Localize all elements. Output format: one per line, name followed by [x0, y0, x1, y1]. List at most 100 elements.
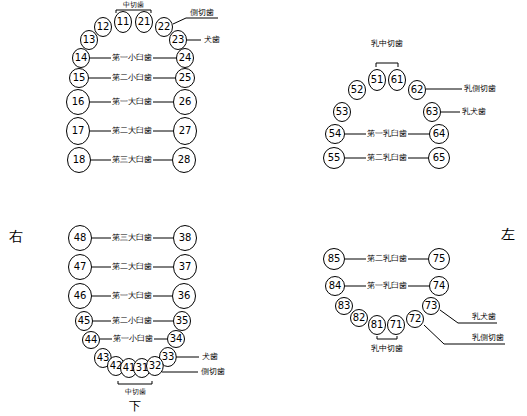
- tooth-number: 75: [433, 254, 446, 264]
- tooth: 55: [323, 147, 345, 169]
- tooth-name: 中切歯: [122, 2, 145, 9]
- tooth-outline: [174, 118, 197, 145]
- tooth: 74: [429, 276, 449, 296]
- tooth-outline: [136, 12, 153, 33]
- tooth-number: 48: [74, 233, 87, 243]
- tooth-number: 37: [179, 262, 192, 272]
- bracket: [377, 336, 397, 339]
- tooth: 18: [67, 147, 91, 173]
- tooth-outline: [115, 12, 132, 33]
- tooth-outline: [68, 148, 91, 173]
- tooth-outline: [95, 18, 112, 37]
- tooth: 65: [428, 147, 450, 169]
- tooth-outline: [430, 277, 449, 296]
- tooth-name: 第一小臼歯: [112, 335, 154, 343]
- tooth-name: 第二小臼歯: [111, 317, 153, 325]
- tooth-number: 53: [336, 107, 349, 117]
- tooth-number: 24: [179, 53, 192, 63]
- tooth: 28: [172, 147, 196, 173]
- tooth-outline: [174, 255, 197, 280]
- tooth-number: 46: [74, 291, 87, 301]
- tooth: 48: [68, 225, 92, 251]
- tooth-number: 18: [73, 155, 86, 165]
- tooth-name: 側切歯: [189, 9, 215, 17]
- tooth-number: 27: [179, 126, 192, 136]
- leader-line: [424, 325, 505, 344]
- tooth-outline: [67, 118, 90, 145]
- tooth-name: 第二乳臼歯: [366, 255, 408, 263]
- tooth: 17: [66, 117, 90, 145]
- leader-line: [441, 112, 460, 113]
- tooth-name: 乳犬歯: [461, 108, 487, 116]
- tooth-name: 側切歯: [200, 368, 226, 376]
- tooth-outline: [430, 125, 449, 144]
- tooth: 13: [80, 30, 98, 50]
- tooth-number: 52: [351, 85, 364, 95]
- tooth-name: 第三大臼歯: [111, 156, 153, 164]
- tooth: 72: [406, 310, 424, 328]
- tooth: 85: [323, 248, 345, 270]
- tooth-outline: [424, 103, 441, 122]
- tooth-outline: [69, 226, 92, 251]
- bracket: [118, 381, 152, 384]
- tooth-number: 21: [138, 17, 151, 27]
- tooth-outline: [369, 70, 386, 91]
- leader-line: [176, 357, 199, 358]
- tooth-number: 23: [172, 35, 185, 45]
- tooth-outline: [177, 49, 194, 68]
- tooth-outline: [170, 31, 187, 50]
- tooth-number: 83: [338, 301, 351, 311]
- tooth: 83: [335, 297, 353, 315]
- tooth-number: 85: [328, 254, 341, 264]
- leader-line: [187, 40, 201, 41]
- tooth-name: 乳中切歯: [370, 40, 404, 48]
- tooth-name: 犬歯: [203, 36, 221, 44]
- tooth-number: 72: [409, 314, 422, 324]
- tooth: 14: [72, 48, 90, 68]
- tooth-outline: [176, 69, 195, 88]
- tooth-name: 乳側切歯: [471, 334, 505, 342]
- tooth-number: 74: [433, 281, 446, 291]
- direction-label: 下: [128, 400, 142, 412]
- tooth-outline: [83, 332, 100, 349]
- tooth-outline: [429, 148, 450, 169]
- tooth-outline: [76, 312, 93, 331]
- tooth-outline: [324, 148, 345, 169]
- tooth-number: 13: [83, 35, 96, 45]
- tooth-number: 33: [162, 352, 175, 362]
- tooth-outline: [423, 298, 440, 315]
- tooth-name: 中切歯: [124, 389, 147, 396]
- tooth: 45: [75, 311, 93, 331]
- tooth-name: 第一小臼歯: [111, 54, 153, 62]
- tooth-number: 62: [411, 85, 424, 95]
- tooth-number: 64: [433, 129, 446, 139]
- leader-line: [426, 89, 462, 90]
- tooth-name: 乳側切歯: [463, 85, 497, 93]
- tooth-number: 14: [75, 53, 88, 63]
- tooth-number: 11: [117, 17, 130, 27]
- tooth-name: 乳犬歯: [471, 313, 497, 321]
- tooth-number: 15: [73, 73, 86, 83]
- tooth-outline: [174, 90, 197, 115]
- tooth-outline: [69, 255, 92, 280]
- tooth: 47: [68, 254, 92, 280]
- tooth-outline: [69, 284, 92, 309]
- tooth-number: 44: [85, 335, 98, 345]
- tooth: 81: [368, 315, 386, 335]
- tooth-number: 65: [433, 153, 446, 163]
- tooth: 35: [173, 311, 191, 331]
- tooth: 27: [173, 117, 197, 145]
- tooth-number: 51: [371, 75, 384, 85]
- tooth-number: 22: [158, 22, 171, 32]
- tooth-outline: [334, 103, 351, 122]
- tooth-number: 25: [179, 73, 192, 83]
- tooth-outline: [73, 49, 90, 68]
- tooth-number: 81: [371, 320, 384, 330]
- tooth-name: 第一乳臼歯: [366, 130, 408, 138]
- tooth: 37: [173, 254, 197, 280]
- tooth-name: 第三大臼歯: [111, 234, 153, 242]
- tooth: 36: [172, 283, 196, 309]
- tooth-number: 84: [329, 281, 342, 291]
- tooth-outline: [174, 226, 197, 251]
